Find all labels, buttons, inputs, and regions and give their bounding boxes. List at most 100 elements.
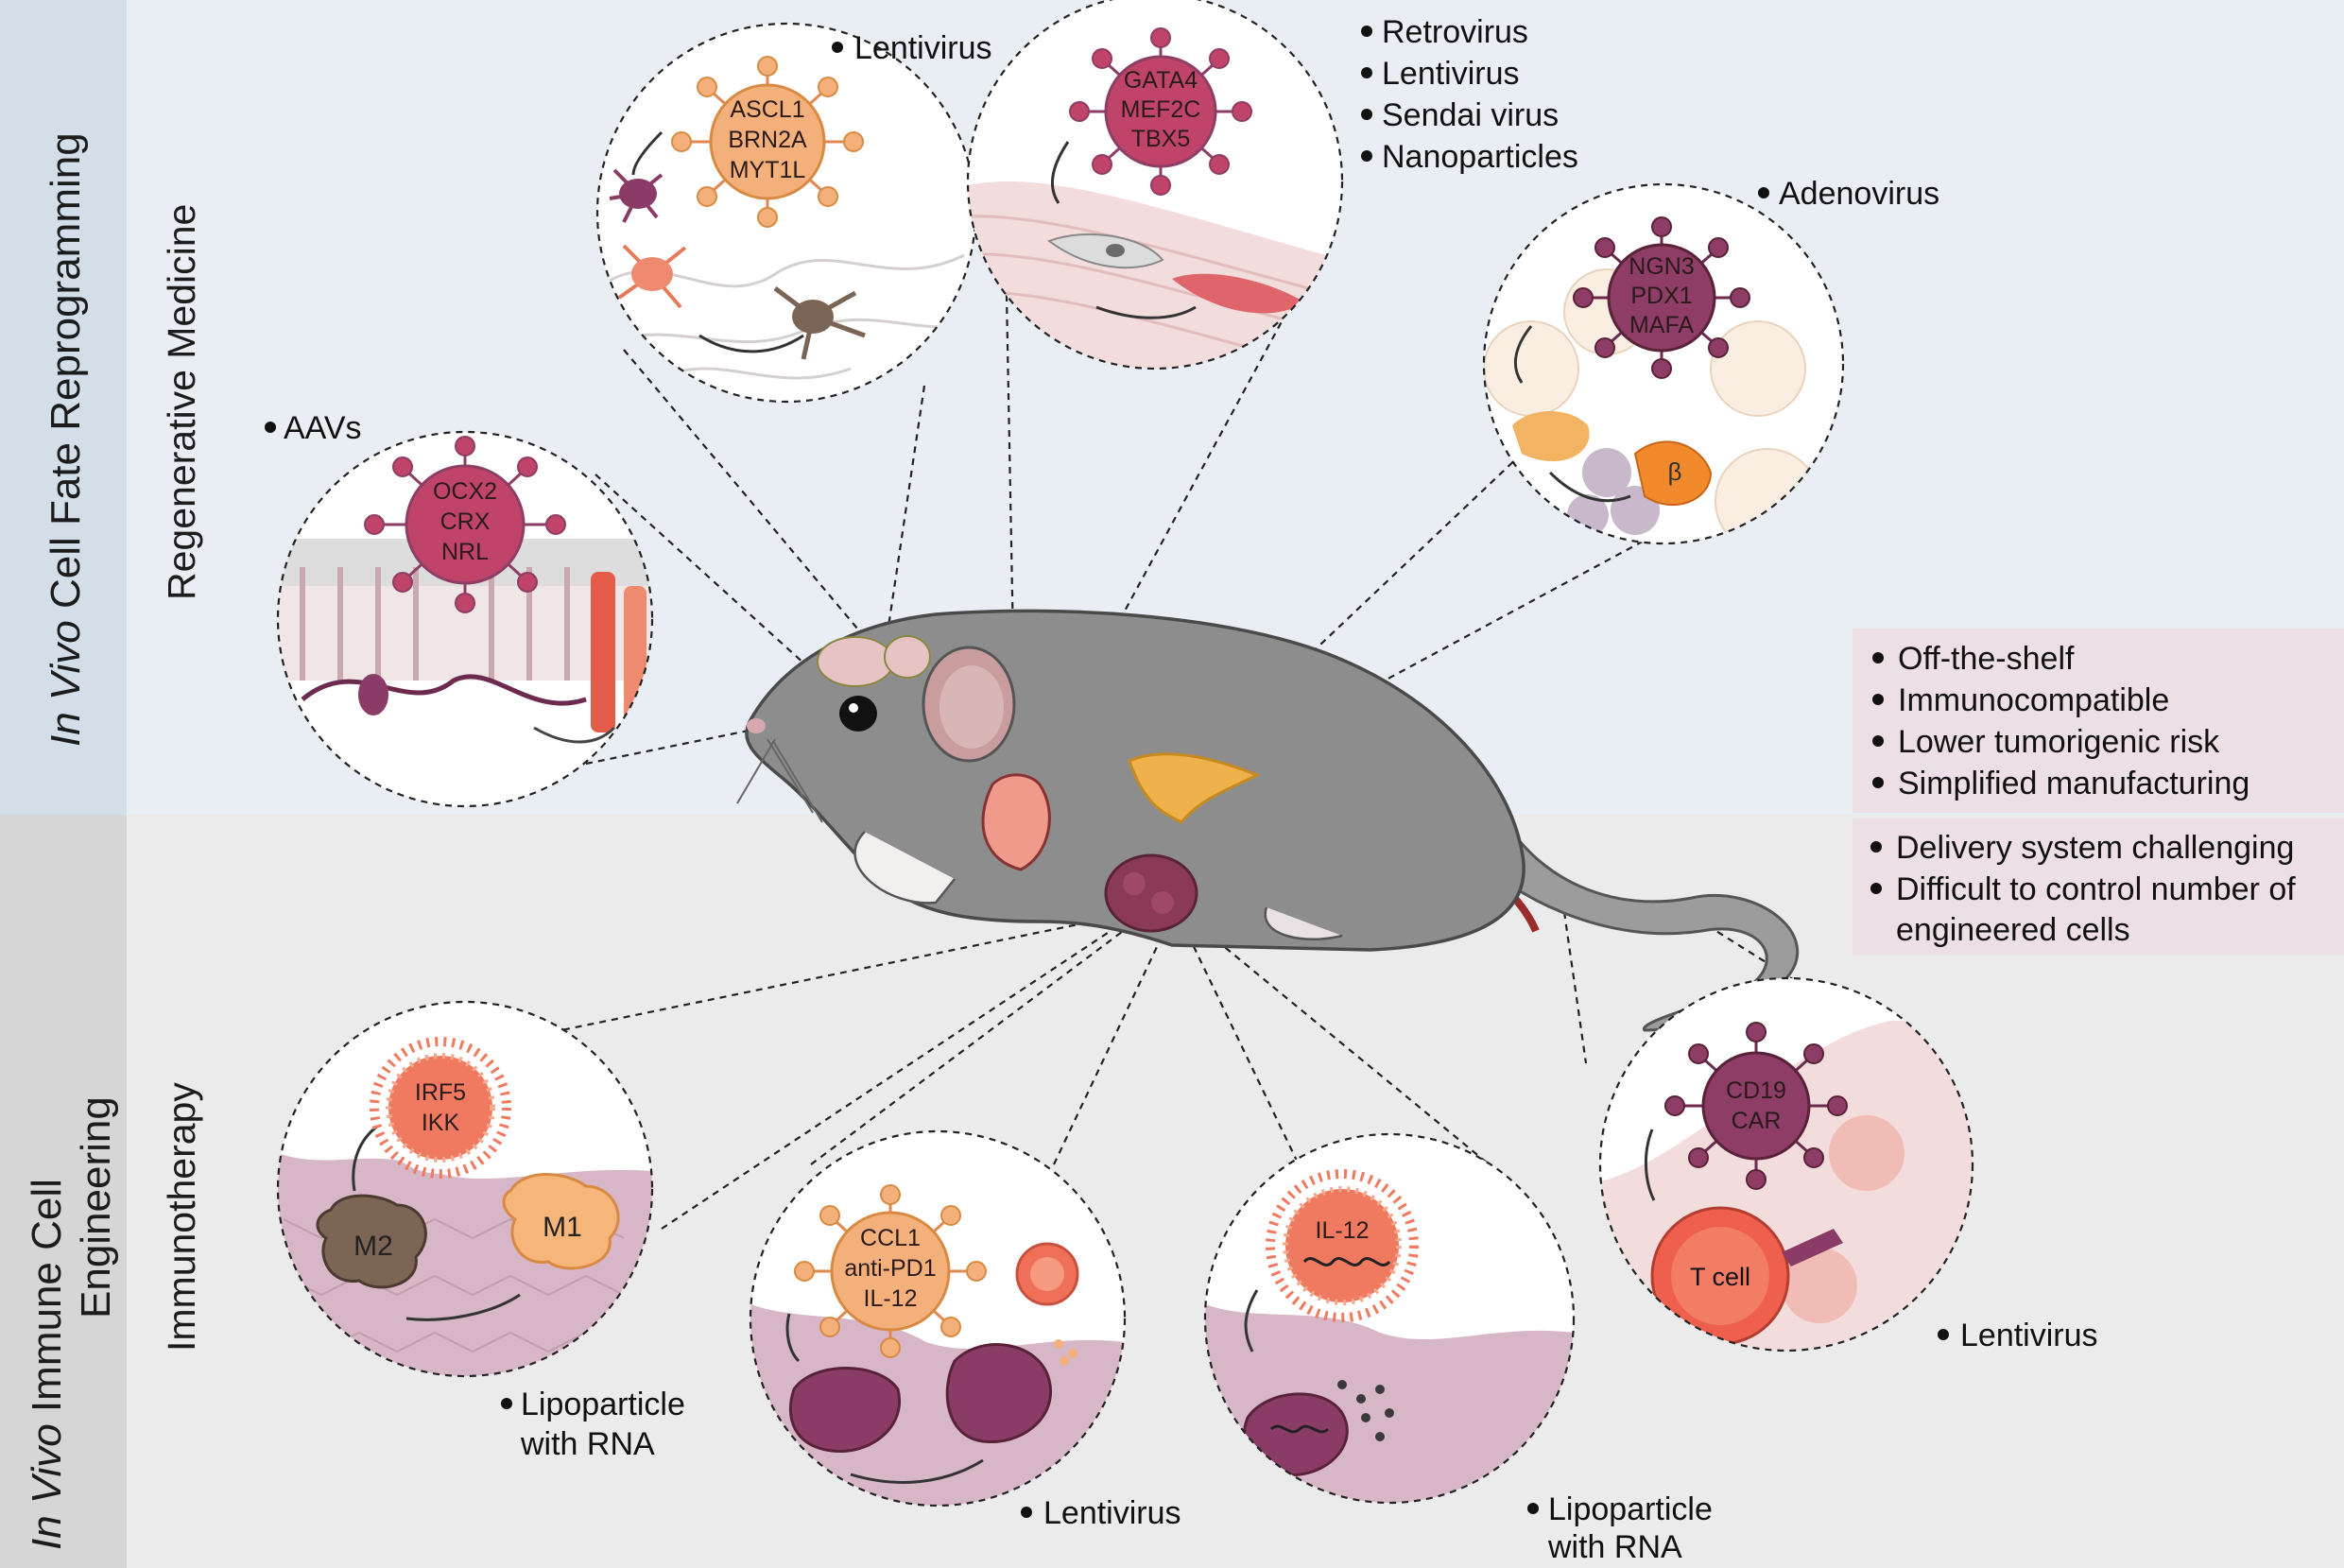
- neuron-factor-2: BRN2A: [728, 127, 807, 153]
- label-heart-vector-2: Lentivirus: [1382, 56, 1520, 92]
- retina-factor-3: NRL: [441, 539, 489, 565]
- label-macrophage-vector-2: with RNA: [520, 1426, 655, 1462]
- m1-label: M1: [543, 1212, 582, 1243]
- pro-item-3: Lower tumorigenic risk: [1898, 724, 2220, 760]
- alpha-cell: [1512, 411, 1590, 462]
- car-t-factor-2: CAR: [1732, 1108, 1782, 1134]
- pancreas-factor-3: MAFA: [1629, 312, 1694, 338]
- pros-box: Off-the-shelf Immunocompatible Lower tum…: [1853, 629, 2344, 813]
- lipoparticle-core: [386, 1053, 495, 1163]
- car-t-factor-1: CD19: [1726, 1077, 1786, 1104]
- mouse-pancreas: [1128, 752, 1261, 824]
- bystander-cell-2: [1782, 1248, 1857, 1323]
- pancreas-factor-2: PDX1: [1630, 283, 1692, 309]
- cardiomyocyte: [1172, 273, 1304, 314]
- inset-macrophage: M2 M1: [276, 1000, 654, 1378]
- beta-cell-label: β: [1668, 457, 1682, 486]
- con-item-2-cont: engineered cells: [1896, 912, 2130, 948]
- section-title-immune-engineering: In Vivo Immune Cell: [24, 1179, 70, 1550]
- pancreas-factor-1: NGN3: [1629, 253, 1694, 280]
- il12-factor-1: IL-12: [1316, 1217, 1370, 1244]
- mouse-whiskers: [736, 738, 823, 823]
- inset-neuron: [595, 22, 977, 404]
- t-cell-label: T cell: [1690, 1263, 1750, 1291]
- mouse-illustration: [736, 609, 1800, 1032]
- virus-heart: GATA4 MEF2C TBX5: [1069, 27, 1252, 196]
- inset-pancreas-border: [1482, 182, 1845, 545]
- rod-cell: [591, 572, 615, 732]
- tumor-cell-left: [788, 1367, 901, 1454]
- heart-factor-2: MEF2C: [1121, 96, 1201, 123]
- lipoparticle-il12: IL-12: [1266, 1169, 1419, 1322]
- inset-il12-border: [1203, 1132, 1576, 1505]
- mouse-eye: [839, 696, 877, 732]
- virus-neuron: ASCL1 BRN2A MYT1L: [671, 56, 864, 228]
- neuron-orange: [617, 244, 687, 309]
- heart-factor-1: GATA4: [1124, 67, 1198, 94]
- virus-pancreas-capsid: [1607, 243, 1716, 353]
- label-heart-vector-4: Nanoparticles: [1382, 139, 1578, 175]
- inset-tumor-border: [749, 1129, 1127, 1508]
- label-retina-vector: AAVs: [284, 410, 362, 446]
- heart-factor-3: TBX5: [1131, 126, 1191, 152]
- label-heart-vector-3: Sendai virus: [1382, 97, 1559, 133]
- virus-tumor-capsid: [830, 1211, 951, 1332]
- mouse-heart: [981, 773, 1051, 871]
- car-receptor: [1782, 1229, 1843, 1266]
- beta-cell: [1633, 440, 1713, 506]
- section-subtitle-regenerative-medicine: Regenerative Medicine: [160, 204, 203, 600]
- retina-factor-2: CRX: [440, 508, 491, 535]
- cons-box: Delivery system challenging Difficult to…: [1853, 818, 2344, 955]
- mouse-ear-inner: [939, 665, 1004, 749]
- mouse-tail: [1467, 830, 1800, 1032]
- neuron-factor-1: ASCL1: [730, 96, 804, 123]
- tumor-factor-1: CCL1: [860, 1225, 921, 1251]
- label-pancreas-vector: Adenovirus: [1779, 176, 1939, 212]
- bystander-cell-1: [1829, 1115, 1904, 1191]
- inset-retina-border: [276, 430, 654, 808]
- tumor-cell-right: [945, 1343, 1052, 1444]
- m2-macrophage: [316, 1194, 427, 1289]
- inset-macrophage-border: [276, 1000, 654, 1378]
- pro-item-1: Off-the-shelf: [1898, 641, 2075, 677]
- neuron-magenta: [609, 168, 664, 223]
- virus-car-t: CD19 CAR: [1664, 1022, 1848, 1190]
- pro-item-2: Immunocompatible: [1898, 682, 2169, 718]
- label-neuron-vector: Lentivirus: [854, 30, 992, 66]
- virus-pancreas: NGN3 PDX1 MAFA: [1573, 216, 1750, 379]
- virus-retina: OCX2 CRX NRL: [364, 436, 566, 613]
- section-title-reprogramming: In Vivo Cell Fate Reprogramming: [43, 132, 89, 747]
- con-item-1: Delivery system challenging: [1896, 830, 2294, 866]
- label-il12-vector-2: with RNA: [1547, 1529, 1682, 1565]
- virus-retina-capsid: [405, 464, 526, 585]
- section-subtitle-immunotherapy: Immunotherapy: [160, 1082, 203, 1352]
- mouse-front-paw: [853, 831, 956, 905]
- inset-tumor: [749, 1129, 1127, 1508]
- label-macrophage-vector-1: Lipoparticle: [521, 1387, 685, 1422]
- macrophage-factor-1: IRF5: [415, 1079, 466, 1106]
- section-title-engineering: Engineering: [73, 1096, 119, 1318]
- virus-neuron-capsid: [709, 83, 826, 200]
- inset-heart-border: [966, 0, 1344, 370]
- tumor-factor-3: IL-12: [864, 1285, 918, 1312]
- con-item-2: Difficult to control number of: [1896, 871, 2296, 907]
- label-il12-vector-1: Lipoparticle: [1548, 1491, 1713, 1527]
- rna-strand: [1302, 1257, 1391, 1266]
- neuron-factor-3: MYT1L: [730, 157, 806, 183]
- mouse-brain: [817, 636, 894, 687]
- label-car-t-vector: Lentivirus: [1960, 1318, 2098, 1353]
- virus-tumor: CCL1 anti-PD1 IL-12: [794, 1184, 987, 1358]
- label-heart-vector-1: Retrovirus: [1382, 14, 1528, 50]
- lipoparticle-macrophage: IRF5 IKK: [370, 1037, 511, 1179]
- m1-macrophage: [502, 1173, 620, 1270]
- virus-car-t-capsid: [1701, 1051, 1811, 1161]
- pro-item-4: Simplified manufacturing: [1898, 766, 2249, 801]
- fibroblast: [1046, 233, 1164, 269]
- mouse-tumor: [1104, 853, 1198, 933]
- inset-car-t-border: [1598, 976, 1974, 1353]
- vector-labels: AAVs Lentivirus Retrovirus Lentivirus Se…: [265, 14, 2098, 1565]
- il12-lipoparticle-core: [1283, 1186, 1402, 1305]
- retina-factor-1: OCX2: [433, 478, 497, 505]
- m2-label: M2: [353, 1231, 393, 1262]
